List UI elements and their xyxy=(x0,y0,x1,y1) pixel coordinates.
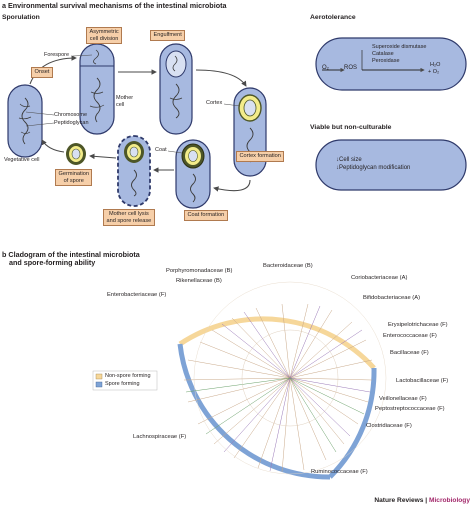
cycle-arrows xyxy=(29,55,251,192)
cladogram-rings xyxy=(177,281,387,480)
family-label: Porphyromonadaceae (B) xyxy=(166,268,233,274)
label-cortex: Cortex xyxy=(206,100,223,106)
family-label: Clostridiaceae (F) xyxy=(366,423,412,429)
label-enzyme-3: Peroxidase xyxy=(372,58,400,64)
label-peptidoglycan: Peptidoglycan xyxy=(54,120,89,126)
tag-coat-formation: Coat formation xyxy=(184,210,228,221)
label-vegetative-cell: Vegetative cell xyxy=(4,157,40,163)
family-label: Rikenellaceae (B) xyxy=(176,278,222,284)
label-o2: O₂ xyxy=(322,65,329,71)
journal-separator: | xyxy=(423,497,429,504)
family-label: Bifidobacteriaceae (A) xyxy=(363,295,421,301)
panel-b-title-2: and spore-forming ability xyxy=(9,258,96,267)
label-mother-cell: Mother cell xyxy=(116,95,134,108)
panel-b-header: b Cladogram of the intestinal microbiota xyxy=(2,250,140,259)
family-label: Ruminococcaceae (F) xyxy=(311,469,368,475)
label-plus-o2: + O₂ xyxy=(428,69,440,75)
aerotolerance-cell xyxy=(315,37,467,91)
journal-footer: Nature Reviews | Microbiology xyxy=(374,497,470,504)
panel-b-title-1: Cladogram of the intestinal microbiota xyxy=(8,250,140,259)
journal-name: Nature Reviews xyxy=(374,497,424,504)
label-forespore: Forespore xyxy=(44,52,70,58)
coat-cell xyxy=(175,139,211,209)
leader-lines xyxy=(25,54,241,154)
journal-section: Microbiology xyxy=(428,497,470,504)
label-coat: Coat xyxy=(155,147,167,153)
label-enzyme-2: Catalase xyxy=(372,51,394,57)
label-chromosome: Chromosome xyxy=(54,112,88,118)
legend-non-spore: Non-spore forming xyxy=(105,373,151,379)
family-label: Bacteroidaceae (B) xyxy=(263,263,313,269)
free-spore xyxy=(66,143,86,165)
family-label: Enterococcaceae (F) xyxy=(383,333,437,339)
panel-a-letter: a xyxy=(2,1,6,10)
vbnc-cell xyxy=(315,139,467,191)
tag-germination: Germination of spore xyxy=(55,169,93,187)
family-label: Lactobacillaceae (F) xyxy=(396,378,449,384)
panel-a-title: Environmental survival mechanisms of the… xyxy=(8,1,227,10)
engulfment-cell xyxy=(159,43,193,135)
family-label: Bacillaceae (F) xyxy=(390,350,429,356)
family-label: Lachnospiraceae (F) xyxy=(133,434,187,440)
family-label: Veillonellaceae (F) xyxy=(379,396,427,402)
family-label: Erysipelotrichaceae (F) xyxy=(388,322,448,328)
aerotolerance-title: Aerotolerance xyxy=(310,14,356,21)
label-cell-size: ↓Cell size xyxy=(336,157,362,163)
vbnc-title: Viable but non-culturable xyxy=(310,124,392,131)
sporulation-title: Sporulation xyxy=(2,14,40,21)
legend-swatches xyxy=(92,370,158,391)
family-label: Peptostreptococcaceae (F) xyxy=(375,406,445,412)
family-label: Enterobacteriaceae (F) xyxy=(107,292,167,298)
family-label: Coriobacteriaceae (A) xyxy=(351,275,408,281)
tag-engulfment: Engulfment xyxy=(150,30,186,41)
vegetative-cell xyxy=(7,84,43,158)
label-peptidoglycan-mod: ↓Peptidoglycan modification xyxy=(336,165,411,171)
panel-a-header: a Environmental survival mechanisms of t… xyxy=(2,1,226,10)
tag-cell-lysis: Mother cell lysis and spore release xyxy=(103,209,155,227)
label-ros: ROS xyxy=(344,65,358,71)
label-h2o: H₂O xyxy=(430,62,441,68)
tag-cortex-formation: Cortex formation xyxy=(236,151,285,162)
tag-onset: Onset xyxy=(31,67,53,78)
panel-b-letter: b xyxy=(2,250,7,259)
label-enzyme-1: Superoxide dismutase xyxy=(372,44,427,50)
tag-asymmetric-division: Asymmetric cell division xyxy=(86,27,123,45)
legend-spore: Spore forming xyxy=(105,381,140,387)
lysis-cell xyxy=(117,135,151,207)
